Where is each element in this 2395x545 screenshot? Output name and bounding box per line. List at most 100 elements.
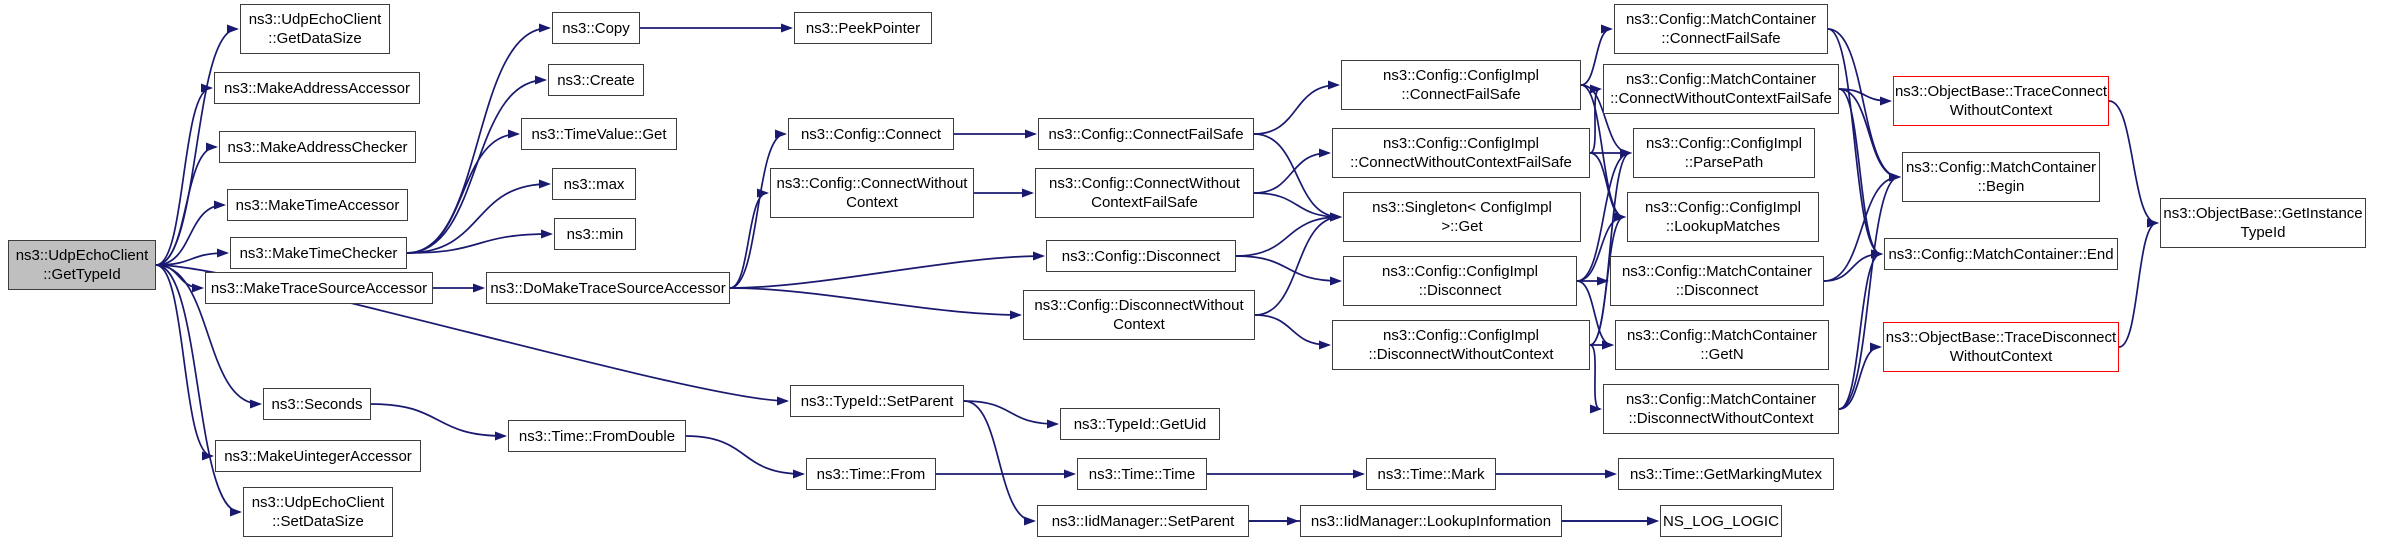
node-label: ns3::Config::MatchContainer xyxy=(1625,11,1817,28)
node-label: TypeId xyxy=(2240,224,2286,241)
node-label: ::SetDataSize xyxy=(272,513,364,530)
node-label: ContextFailSafe xyxy=(1091,194,1198,211)
node-label: ns3::Time::Time xyxy=(1088,465,1196,483)
node-configimpldisconnectwithoutcontext[interactable]: ns3::Config::ConfigImpl::DisconnectWitho… xyxy=(1332,320,1590,370)
node-label: Context xyxy=(1113,316,1165,333)
node-makeaddresschecker[interactable]: ns3::MakeAddressChecker xyxy=(219,131,416,163)
node-configdisconnect[interactable]: ns3::Config::Disconnect xyxy=(1046,240,1236,272)
node-label: ::GetN xyxy=(1700,346,1744,363)
node-max[interactable]: ns3::max xyxy=(552,168,636,200)
edge-configimpldisconnectwithoutcontext-configimpllookupmatches xyxy=(1589,212,1626,346)
edge-configconnectfailsafe-singletonget xyxy=(1253,133,1342,222)
node-label: ns3::Config::MatchContainer xyxy=(1625,391,1817,408)
node-label: ns3::UdpEchoClient xyxy=(248,11,382,28)
node-timemark[interactable]: ns3::Time::Mark xyxy=(1366,458,1496,490)
node-label: >::Get xyxy=(1441,218,1483,235)
node-label: ns3::Config::MatchContainer xyxy=(1626,327,1818,344)
edge-configimplconnectwithoutcontextfailsafe-matchcontainerconnectwithoutcontextfailsafe xyxy=(1589,84,1602,154)
node-maketracesourceaccessor[interactable]: ns3::MakeTraceSourceAccessor xyxy=(205,272,433,304)
node-label: ns3::TypeId::GetUid xyxy=(1073,415,1207,433)
node-configconnect[interactable]: ns3::Config::Connect xyxy=(788,118,954,150)
node-label: ns3::Singleton< ConfigImpl xyxy=(1372,199,1552,216)
node-label: ns3::Config::ConnectWithout xyxy=(776,175,968,192)
node-matchcontainerconnectfailsafe[interactable]: ns3::Config::MatchContainer::ConnectFail… xyxy=(1614,4,1828,54)
node-singletonget[interactable]: ns3::Singleton< ConfigImpl>::Get xyxy=(1343,192,1581,242)
node-typeidgetuid[interactable]: ns3::TypeId::GetUid xyxy=(1060,408,1220,440)
node-iidmanagersetparent[interactable]: ns3::IidManager::SetParent xyxy=(1037,505,1249,537)
edge-tracedisconnectwithoutcontext-getinstancetypeid xyxy=(2118,218,2159,348)
node-timegetmarkingmutex[interactable]: ns3::Time::GetMarkingMutex xyxy=(1618,458,1834,490)
node-label: ::ParsePath xyxy=(1684,154,1764,171)
node-matchcontainerbegin[interactable]: ns3::Config::MatchContainer::Begin xyxy=(1902,152,2100,202)
node-matchcontainerdisconnectwithoutcontext[interactable]: ns3::Config::MatchContainer::DisconnectW… xyxy=(1603,384,1839,434)
node-timetime[interactable]: ns3::Time::Time xyxy=(1077,458,1207,490)
node-configimplparsepath[interactable]: ns3::Config::ConfigImpl::ParsePath xyxy=(1633,128,1815,178)
node-maketimechecker[interactable]: ns3::MakeTimeChecker xyxy=(230,237,407,269)
node-label: ns3::min xyxy=(566,225,624,243)
node-label: ns3::Config::ConfigImpl xyxy=(1646,135,1802,152)
node-label: ns3::PeekPointer xyxy=(805,19,921,37)
node-label: ns3::TimeValue::Get xyxy=(531,125,667,143)
node-domaketracesourceaccessor[interactable]: ns3::DoMakeTraceSourceAccessor xyxy=(486,272,730,304)
node-configimpldisconnect[interactable]: ns3::Config::ConfigImpl::Disconnect xyxy=(1343,256,1577,306)
node-gettypeid[interactable]: ns3::UdpEchoClient::GetTypeId xyxy=(8,240,156,290)
node-setdatasize[interactable]: ns3::UdpEchoClient::SetDataSize xyxy=(243,487,393,537)
node-copy[interactable]: ns3::Copy xyxy=(552,12,640,44)
node-matchcontainergetn[interactable]: ns3::Config::MatchContainer::GetN xyxy=(1615,320,1829,370)
node-nsloglogic[interactable]: NS_LOG_LOGIC xyxy=(1660,505,1782,537)
node-label: ns3::Config::ConfigImpl xyxy=(1382,263,1538,280)
node-matchcontainerdisconnect[interactable]: ns3::Config::MatchContainer::Disconnect xyxy=(1610,256,1824,306)
node-configimpllookupmatches[interactable]: ns3::Config::ConfigImpl::LookupMatches xyxy=(1627,192,1819,242)
edge-domaketracesourceaccessor-configconnectwithoutcontext xyxy=(729,188,769,289)
node-label: WithoutContext xyxy=(1949,348,2053,365)
edge-maketimechecker-max xyxy=(406,179,551,254)
node-timefromdouble[interactable]: ns3::Time::FromDouble xyxy=(508,420,686,452)
node-min[interactable]: ns3::min xyxy=(554,218,636,250)
node-create[interactable]: ns3::Create xyxy=(548,64,644,96)
node-iidmanagerlookupinformation[interactable]: ns3::IidManager::LookupInformation xyxy=(1300,505,1562,537)
node-configimplconnectfailsafe[interactable]: ns3::Config::ConfigImpl::ConnectFailSafe xyxy=(1341,60,1581,110)
node-configimplconnectwithoutcontextfailsafe[interactable]: ns3::Config::ConfigImpl::ConnectWithoutC… xyxy=(1332,128,1590,178)
node-matchcontainerend[interactable]: ns3::Config::MatchContainer::End xyxy=(1884,238,2118,270)
node-makeuintegeraccessor[interactable]: ns3::MakeUintegerAccessor xyxy=(215,440,421,472)
node-makeaddressaccessor[interactable]: ns3::MakeAddressAccessor xyxy=(214,72,420,104)
edge-domaketracesourceaccessor-configdisconnect xyxy=(729,251,1045,289)
node-label: ns3::Config::Connect xyxy=(800,125,942,143)
node-peekpointer[interactable]: ns3::PeekPointer xyxy=(794,12,932,44)
node-maketimeaccessor[interactable]: ns3::MakeTimeAccessor xyxy=(227,189,408,221)
edge-traceconnectwithoutcontext-getinstancetypeid xyxy=(2108,100,2159,228)
node-getdatasize[interactable]: ns3::UdpEchoClient::GetDataSize xyxy=(240,4,390,54)
node-timefrom[interactable]: ns3::Time::From xyxy=(806,458,936,490)
node-seconds[interactable]: ns3::Seconds xyxy=(263,388,371,420)
node-label: ::DisconnectWithoutContext xyxy=(1368,346,1554,363)
node-matchcontainerconnectwithoutcontextfailsafe[interactable]: ns3::Config::MatchContainer::ConnectWith… xyxy=(1603,64,1839,114)
edge-gettypeid-setdatasize xyxy=(155,264,242,517)
node-label: ns3::IidManager::LookupInformation xyxy=(1310,512,1552,530)
node-configconnectfailsafe[interactable]: ns3::Config::ConnectFailSafe xyxy=(1038,118,1254,150)
node-label: ::LookupMatches xyxy=(1665,218,1781,235)
node-label: ::ConnectFailSafe xyxy=(1401,86,1521,103)
node-label: ns3::Time::From xyxy=(816,465,926,483)
node-label: ns3::ObjectBase::TraceConnect xyxy=(1894,83,2108,100)
edge-matchcontainerdisconnectwithoutcontext-matchcontainerbegin xyxy=(1838,172,1901,410)
node-timevalueget[interactable]: ns3::TimeValue::Get xyxy=(521,118,677,150)
node-label: ns3::Copy xyxy=(562,19,630,37)
node-label: ns3::Config::ConfigImpl xyxy=(1383,67,1539,84)
node-typeidsetparent[interactable]: ns3::TypeId::SetParent xyxy=(790,385,964,417)
node-label: ns3::MakeTimeAccessor xyxy=(235,196,400,214)
edge-configdisconnect-singletonget xyxy=(1235,212,1342,257)
edge-matchcontainerdisconnectwithoutcontext-matchcontainerend xyxy=(1838,249,1883,410)
node-label: ns3::Config::ConfigImpl xyxy=(1645,199,1801,216)
node-label: ns3::Create xyxy=(557,71,635,89)
node-label: ns3::ObjectBase::TraceDisconnect xyxy=(1885,329,2117,346)
edge-seconds-timefromdouble xyxy=(370,403,507,441)
edge-domaketracesourceaccessor-configdisconnectwithoutcontext xyxy=(729,287,1022,320)
edge-configimpldisconnect-configimplparsepath xyxy=(1576,148,1632,282)
